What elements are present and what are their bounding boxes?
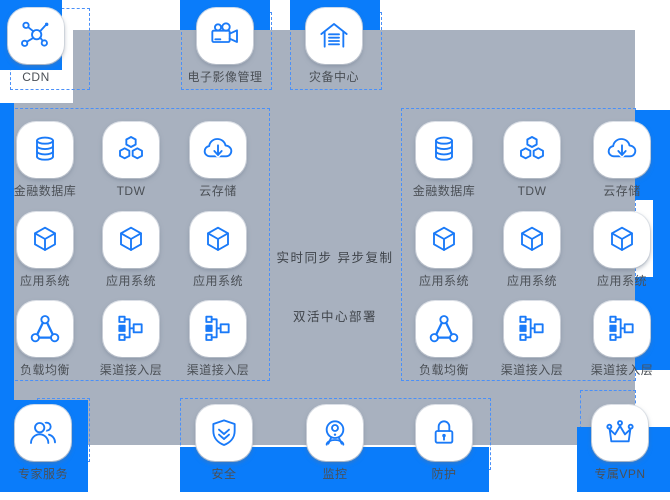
node-cloud-storage: 云存储 [175, 122, 261, 198]
node-load-balancer: 负载均衡 [2, 301, 88, 377]
node-channel-access: 渠道接入层 [489, 301, 575, 377]
lock-icon [428, 417, 460, 449]
node-image-management: 电子影像管理 [182, 8, 268, 84]
app-system-cube-icon [606, 224, 638, 256]
database-icon [428, 134, 460, 166]
node-label: 云存储 [603, 184, 641, 198]
node-label: 负载均衡 [19, 363, 70, 377]
node-label: 应用系统 [506, 274, 557, 288]
node-financial-database: 金融数据库 [401, 122, 487, 198]
node-label: 防护 [431, 467, 457, 481]
node-label: 金融数据库 [13, 184, 77, 198]
node-label: 安全 [211, 467, 237, 481]
node-load-balancer: 负载均衡 [401, 301, 487, 377]
app-system-cube-icon [428, 224, 460, 256]
node-label: 监控 [322, 467, 348, 481]
channel-access-icon [606, 313, 638, 345]
node-app-system: 应用系统 [2, 212, 88, 288]
node-cdn: CDN [0, 8, 79, 84]
tdw-hexagons-icon [516, 134, 548, 166]
node-financial-database: 金融数据库 [2, 122, 88, 198]
load-balancer-icon [29, 313, 61, 345]
channel-access-icon [516, 313, 548, 345]
load-balancer-icon [428, 313, 460, 345]
node-label: 渠道接入层 [99, 363, 163, 377]
node-label: 灾备中心 [308, 70, 359, 84]
app-system-cube-icon [115, 224, 147, 256]
node-cloud-storage: 云存储 [579, 122, 665, 198]
node-dedicated-vpn: 专属VPN [577, 405, 663, 481]
node-expert-service: 专家服务 [0, 405, 86, 481]
node-protection: 防护 [401, 405, 487, 481]
database-icon [29, 134, 61, 166]
accent-right-strip-2 [653, 200, 670, 277]
node-label: 应用系统 [596, 274, 647, 288]
crown-icon [604, 417, 636, 449]
node-label: 专家服务 [17, 467, 68, 481]
node-label: 电子影像管理 [187, 70, 263, 84]
node-label: 金融数据库 [412, 184, 476, 198]
node-tdw: TDW [88, 122, 174, 198]
node-channel-access: 渠道接入层 [579, 301, 665, 377]
node-monitoring: 监控 [292, 405, 378, 481]
cloud-storage-download-icon [606, 134, 638, 166]
accent-left-strip [0, 103, 14, 419]
disaster-recovery-house-icon [318, 20, 350, 52]
channel-access-icon [115, 313, 147, 345]
node-label: 渠道接入层 [590, 363, 654, 377]
node-channel-access: 渠道接入层 [88, 301, 174, 377]
node-label: 应用系统 [192, 274, 243, 288]
app-system-cube-icon [29, 224, 61, 256]
node-disaster-recovery: 灾备中心 [291, 8, 377, 84]
node-label: CDN [22, 70, 50, 84]
node-tdw: TDW [489, 122, 575, 198]
node-app-system: 应用系统 [579, 212, 665, 288]
app-system-cube-icon [202, 224, 234, 256]
node-app-system: 应用系统 [175, 212, 261, 288]
node-label: 渠道接入层 [500, 363, 564, 377]
node-label: 应用系统 [105, 274, 156, 288]
node-app-system: 应用系统 [401, 212, 487, 288]
node-label: 专属VPN [594, 467, 646, 481]
cloud-storage-download-icon [202, 134, 234, 166]
node-label: 负载均衡 [418, 363, 469, 377]
node-label: TDW [116, 184, 146, 198]
node-label: 应用系统 [418, 274, 469, 288]
webcam-icon [319, 417, 351, 449]
node-app-system: 应用系统 [489, 212, 575, 288]
users-icon [27, 417, 59, 449]
deploy-annotation: 双活中心部署 [292, 310, 377, 324]
sync-annotation: 实时同步 异步复制 [276, 251, 394, 265]
node-label: TDW [517, 184, 547, 198]
channel-access-icon [202, 313, 234, 345]
app-system-cube-icon [516, 224, 548, 256]
node-label: 渠道接入层 [186, 363, 250, 377]
node-channel-access: 渠道接入层 [175, 301, 261, 377]
video-camera-icon [209, 20, 241, 52]
tdw-hexagons-icon [115, 134, 147, 166]
node-app-system: 应用系统 [88, 212, 174, 288]
cdn-network-icon [20, 20, 52, 52]
node-label: 应用系统 [19, 274, 70, 288]
node-security: 安全 [181, 405, 267, 481]
shield-icon [208, 417, 240, 449]
node-label: 云存储 [199, 184, 237, 198]
